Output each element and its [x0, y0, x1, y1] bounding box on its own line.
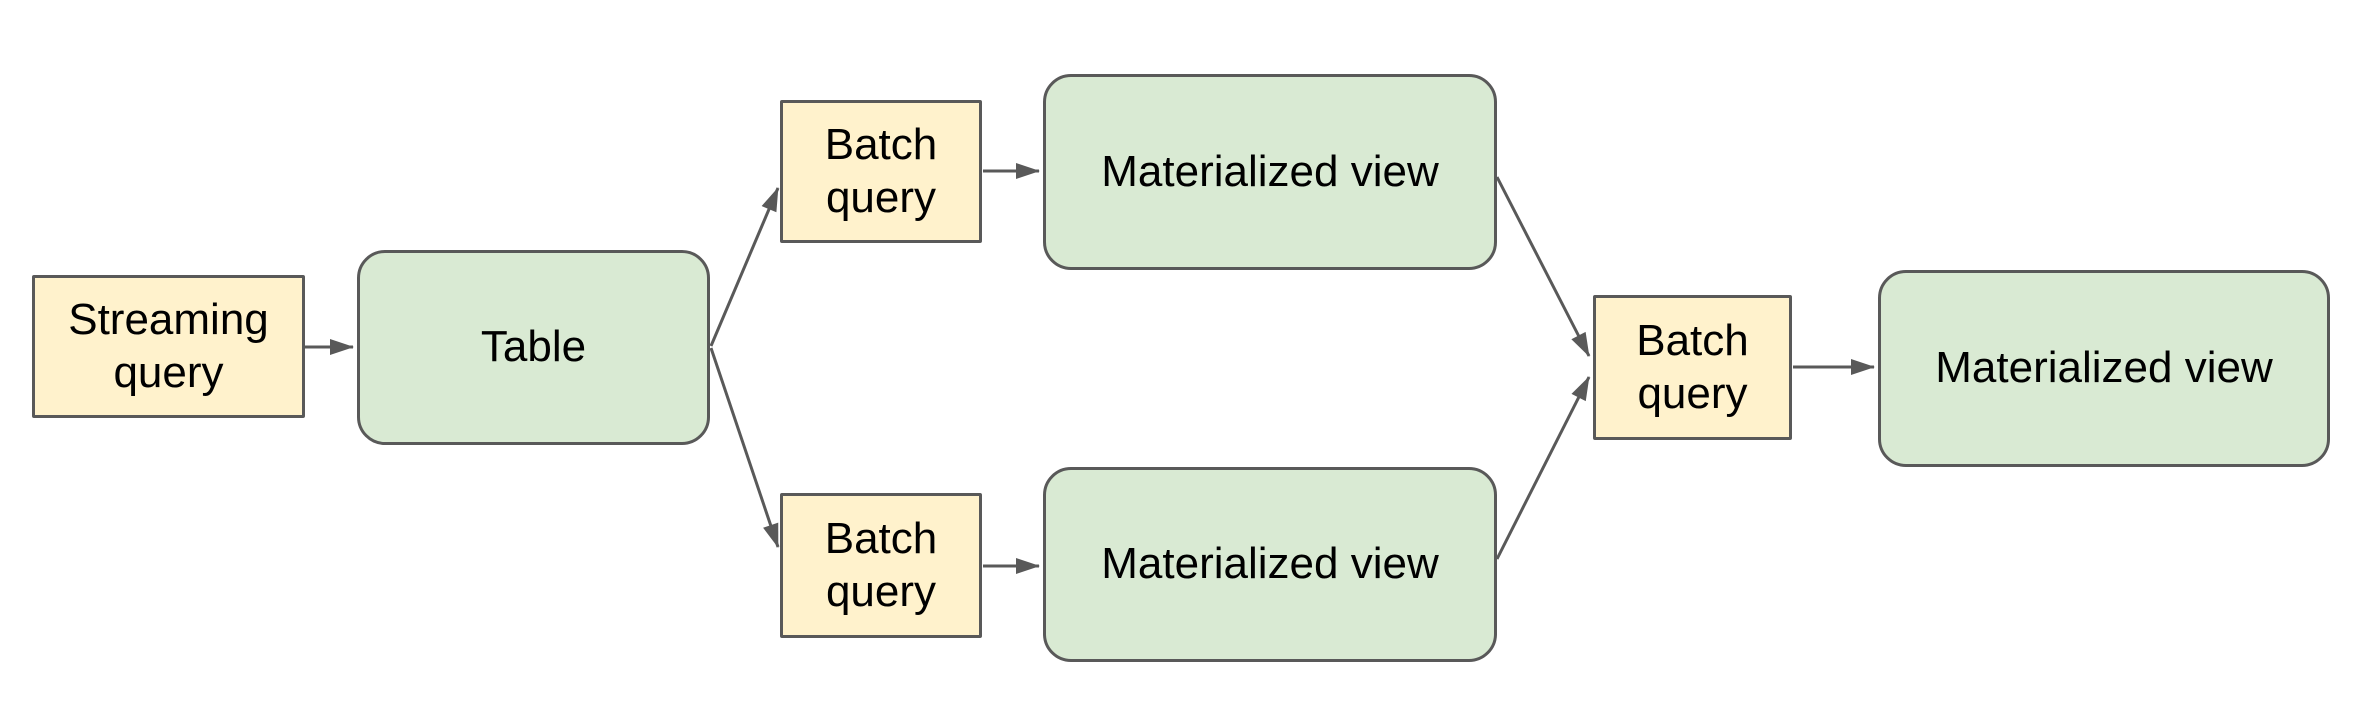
node-batch-query-top-label: Batch query [824, 119, 938, 222]
node-materialized-view-top-label: Materialized view [1101, 146, 1439, 196]
node-streaming-query-label: Streaming query [68, 294, 269, 397]
edge-table-to-batch-bottom [709, 347, 780, 548]
node-table-label: Table [480, 322, 587, 372]
edge-mv-bottom-to-batch-right [1495, 376, 1591, 560]
edge-table-to-batch-top [709, 187, 780, 347]
node-batch-query-right: Batch query [1593, 295, 1792, 440]
node-materialized-view-bottom-label: Materialized view [1101, 539, 1439, 589]
node-materialized-view-top: Materialized view [1043, 74, 1497, 270]
node-table: Table [357, 250, 710, 445]
node-materialized-view-bottom: Materialized view [1043, 467, 1497, 662]
edge-mv-top-to-batch-right [1495, 176, 1591, 357]
node-materialized-view-right: Materialized view [1878, 270, 2330, 467]
node-batch-query-top: Batch query [780, 100, 982, 243]
node-batch-query-right-label: Batch query [1636, 315, 1749, 418]
node-materialized-view-right-label: Materialized view [1935, 343, 2273, 393]
node-batch-query-bottom: Batch query [780, 493, 982, 638]
node-streaming-query: Streaming query [32, 275, 305, 418]
node-batch-query-bottom-label: Batch query [824, 513, 938, 616]
